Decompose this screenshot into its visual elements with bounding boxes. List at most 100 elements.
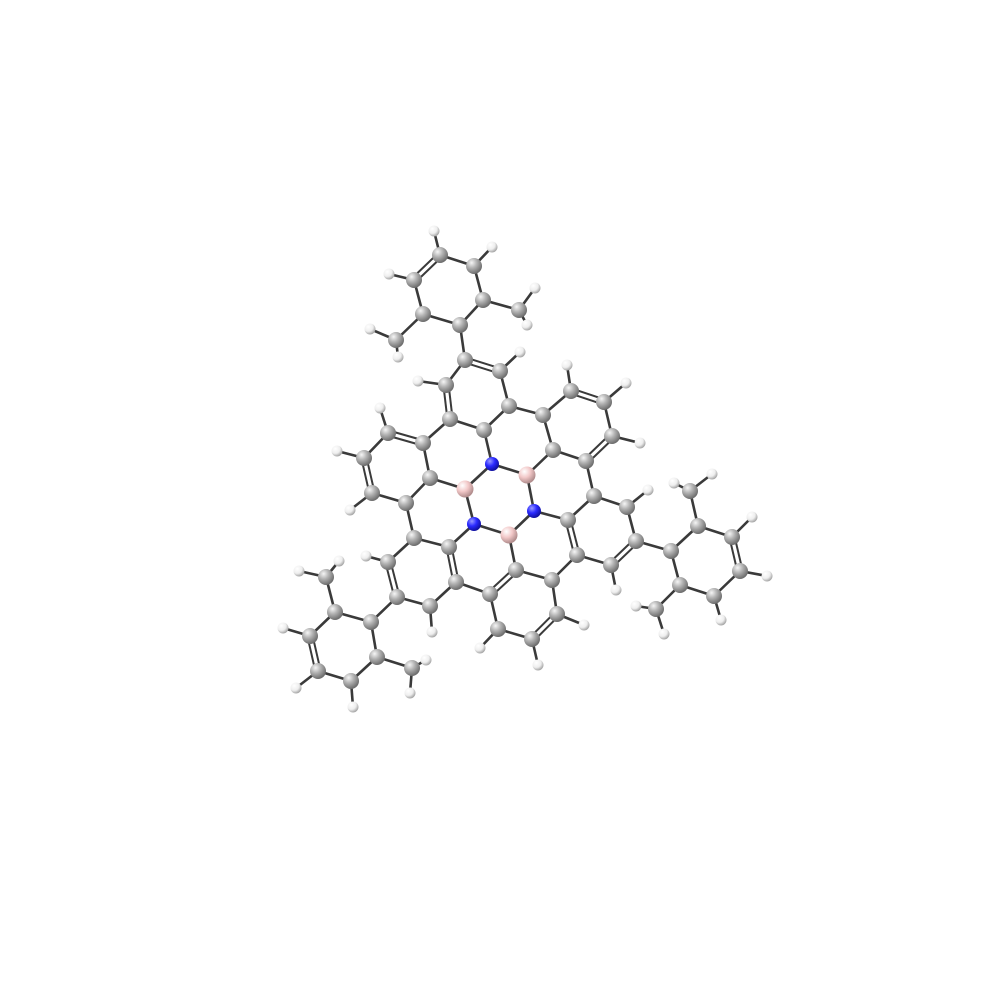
hydrogen-atom: [374, 402, 386, 414]
carbon-atom: [343, 673, 359, 689]
hydrogen-atom: [344, 504, 356, 516]
carbon-atom: [545, 442, 561, 458]
carbon-atom: [648, 601, 664, 617]
carbon-atom: [490, 621, 506, 637]
carbon-atom: [619, 499, 635, 515]
carbon-atom: [603, 557, 619, 573]
carbon-atom: [302, 628, 318, 644]
carbon-atom: [501, 398, 517, 414]
hydrogen-atom: [642, 484, 654, 496]
hydrogen-atom: [561, 359, 573, 371]
carbon-atom: [475, 292, 491, 308]
hydrogen-atom: [290, 682, 302, 694]
carbon-atom: [404, 660, 420, 676]
carbon-atom: [398, 495, 414, 511]
carbon-atom: [442, 411, 458, 427]
carbon-atom: [432, 247, 448, 263]
hydrogen-atom: [532, 659, 544, 671]
hydrogen-atom: [426, 626, 438, 638]
carbon-atom: [380, 425, 396, 441]
carbon-atom: [389, 589, 405, 605]
carbon-atom: [663, 543, 679, 559]
carbon-atom: [578, 453, 594, 469]
hydrogen-atom: [715, 614, 727, 626]
hydrogen-atom: [761, 570, 773, 582]
hydrogen-atom: [746, 511, 758, 523]
hydrogen-atom: [412, 375, 424, 387]
carbon-atom: [482, 586, 498, 602]
hydrogen-atom: [277, 622, 289, 634]
carbon-atom: [544, 572, 560, 588]
nitrogen-atom: [467, 517, 481, 531]
carbon-atom: [422, 470, 438, 486]
hydrogen-atom: [706, 468, 718, 480]
carbon-atom: [363, 614, 379, 630]
carbon-atom: [380, 554, 396, 570]
carbon-atom: [604, 428, 620, 444]
carbon-atom: [563, 383, 579, 399]
hydrogen-atom: [610, 584, 622, 596]
carbon-atom: [415, 306, 431, 322]
nitrogen-atom: [527, 504, 541, 518]
carbon-atom: [441, 539, 457, 555]
hydrogen-atom: [428, 225, 440, 237]
carbon-atom: [318, 569, 334, 585]
carbon-atom: [511, 302, 527, 318]
nitrogen-atom: [485, 457, 499, 471]
hydrogen-atom: [578, 619, 590, 631]
hydrogen-atom: [620, 377, 632, 389]
hydrogen-atom: [392, 351, 404, 363]
hydrogen-atom: [634, 437, 646, 449]
carbon-atom: [569, 547, 585, 563]
carbon-atom: [422, 598, 438, 614]
hydrogen-atom: [364, 323, 376, 335]
carbon-atom: [457, 352, 473, 368]
carbon-atom: [535, 407, 551, 423]
carbon-atom: [549, 606, 565, 622]
carbon-atom: [682, 483, 698, 499]
hydrogen-atom: [514, 346, 526, 358]
boron-atom: [456, 480, 474, 498]
hydrogen-atom: [293, 565, 305, 577]
carbon-atom: [452, 317, 468, 333]
hydrogen-atom: [486, 241, 498, 253]
atoms-layer: [277, 225, 773, 713]
carbon-atom: [672, 577, 688, 593]
carbon-atom: [448, 574, 464, 590]
carbon-atom: [732, 563, 748, 579]
carbon-atom: [492, 363, 508, 379]
hydrogen-atom: [668, 477, 680, 489]
boron-atom: [518, 466, 536, 484]
hydrogen-atom: [658, 628, 670, 640]
hydrogen-atom: [521, 319, 533, 331]
carbon-atom: [690, 518, 706, 534]
carbon-atom: [524, 631, 540, 647]
carbon-atom: [388, 332, 404, 348]
carbon-atom: [628, 533, 644, 549]
hydrogen-atom: [529, 282, 541, 294]
carbon-atom: [706, 588, 722, 604]
carbon-atom: [356, 450, 372, 466]
carbon-atom: [466, 258, 482, 274]
carbon-atom: [476, 422, 492, 438]
carbon-atom: [586, 488, 602, 504]
hydrogen-atom: [333, 555, 345, 567]
carbon-atom: [327, 604, 343, 620]
carbon-atom: [724, 529, 740, 545]
hydrogen-atom: [383, 268, 395, 280]
carbon-atom: [369, 649, 385, 665]
hydrogen-atom: [331, 445, 343, 457]
hydrogen-atom: [420, 654, 432, 666]
carbon-atom: [310, 663, 326, 679]
carbon-atom: [560, 512, 576, 528]
carbon-atom: [406, 530, 422, 546]
carbon-atom: [508, 562, 524, 578]
hydrogen-atom: [360, 550, 372, 562]
carbon-atom: [596, 394, 612, 410]
carbon-atom: [415, 435, 431, 451]
hydrogen-atom: [347, 701, 359, 713]
hydrogen-atom: [630, 600, 642, 612]
boron-atom: [500, 526, 518, 544]
